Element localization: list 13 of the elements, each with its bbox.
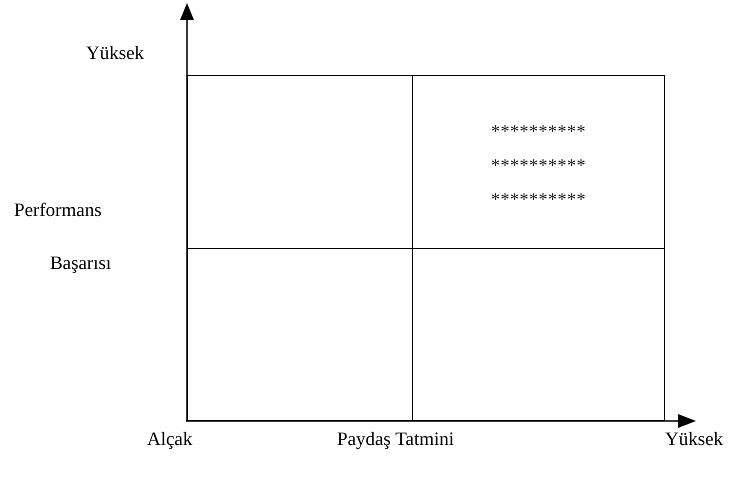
quadrant-cell [412, 248, 665, 421]
axis-label: Yüksek [665, 429, 724, 451]
asterisk-row-text: ********** [491, 188, 586, 211]
axis-label: Performans [14, 200, 102, 222]
asterisk-row-text: ********** [491, 154, 586, 177]
axis-label: Başarısı [50, 253, 112, 275]
axis-label: Paydaş Tatmini [337, 429, 454, 451]
axis-label: Yüksek [86, 43, 144, 65]
axis-label: Alçak [147, 429, 192, 451]
quadrant-cell [412, 75, 665, 249]
quadrant-cell [187, 75, 413, 249]
quadrant-cell [187, 248, 413, 421]
asterisk-row-text: ********** [491, 120, 586, 143]
